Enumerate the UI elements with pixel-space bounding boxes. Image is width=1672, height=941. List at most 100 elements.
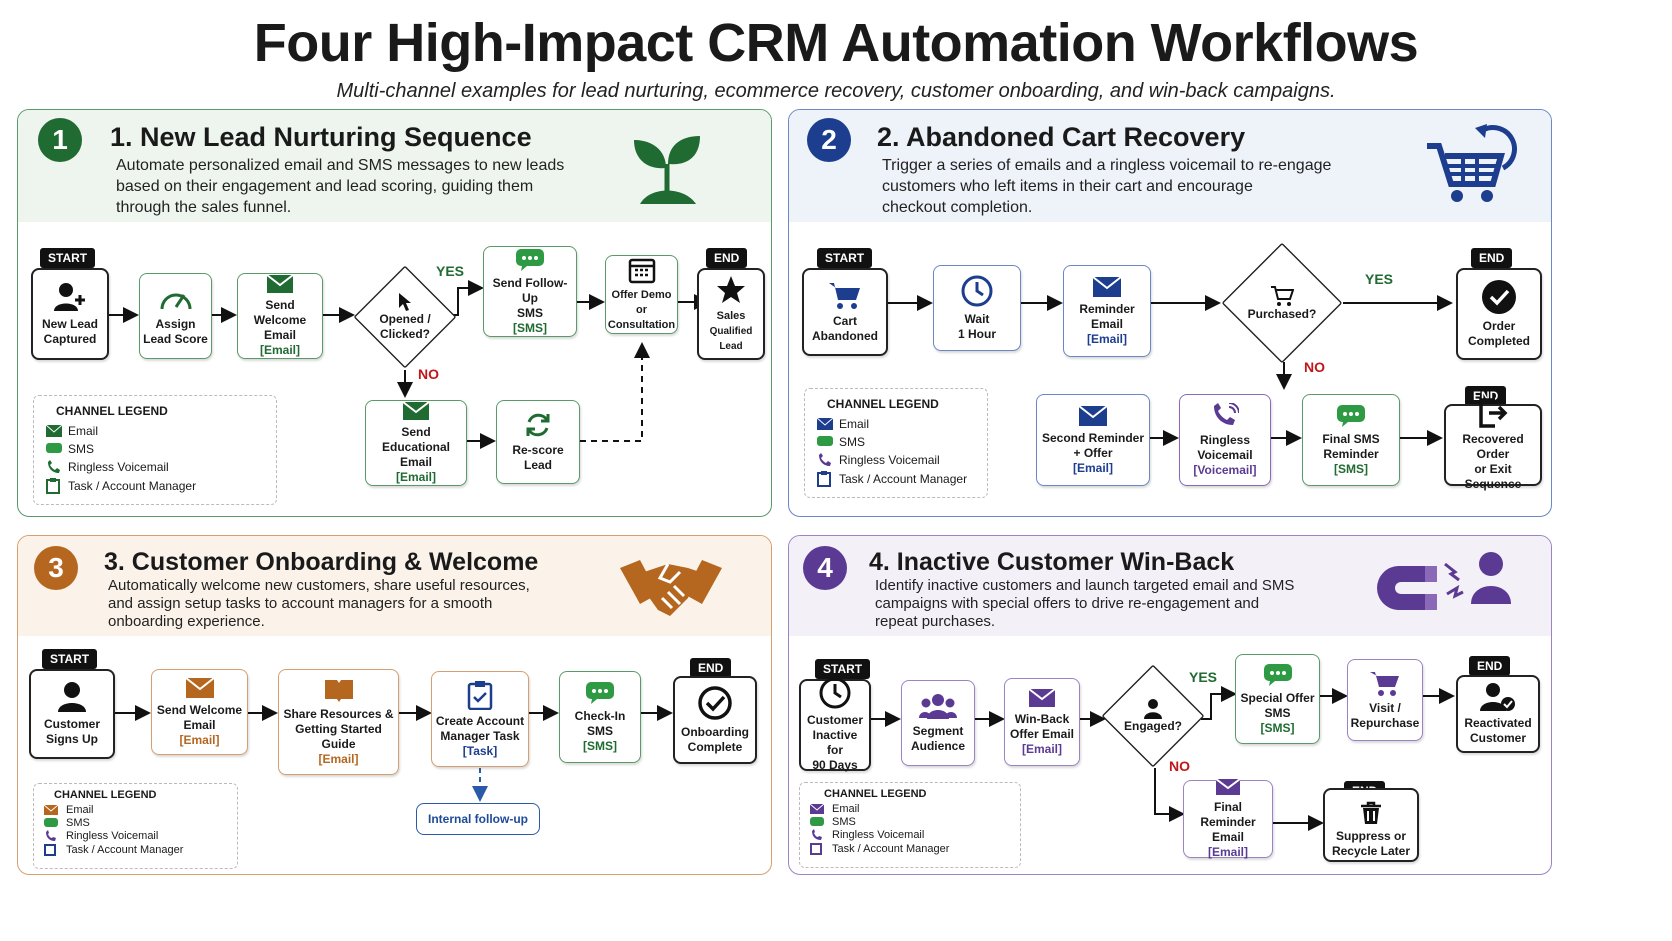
check-circle-icon xyxy=(1481,279,1517,315)
node-second-reminder: Second Reminder+ Offer[Email] xyxy=(1036,394,1150,486)
panel-description: Identify inactive customers and launch t… xyxy=(875,577,1295,630)
calendar-icon xyxy=(628,256,656,284)
no-label: NO xyxy=(1304,359,1325,375)
sms-icon xyxy=(44,818,66,828)
cursor-icon xyxy=(399,293,411,311)
user-check-icon xyxy=(1480,682,1516,712)
start-tag: START xyxy=(815,659,871,679)
phone-icon xyxy=(1211,402,1239,429)
end-tag: END xyxy=(1471,248,1513,268)
sms-icon xyxy=(810,817,832,827)
gauge-icon xyxy=(158,285,194,313)
user-icon xyxy=(57,681,87,713)
yes-label: YES xyxy=(1365,271,1394,287)
panel-header xyxy=(789,536,1551,636)
email-icon xyxy=(44,805,66,815)
start-tag: START xyxy=(40,248,96,268)
trash-icon xyxy=(1359,801,1383,825)
panel-onboarding: 3 3. Customer Onboarding & Welcome Autom… xyxy=(17,535,772,875)
panel-abandoned-cart: 2 2. Abandoned Cart Recovery Trigger a s… xyxy=(788,109,1552,517)
panel-header xyxy=(789,110,1551,222)
panel-lead-nurturing: 1 1. New Lead Nurturing Sequence Automat… xyxy=(17,109,772,517)
sms-icon xyxy=(46,443,68,455)
panel-title: 2. Abandoned Cart Recovery xyxy=(877,122,1246,152)
page-title: Four High-Impact CRM Automation Workflow… xyxy=(253,13,1419,73)
email-icon xyxy=(46,425,68,437)
refresh-icon xyxy=(524,411,552,439)
exit-icon xyxy=(1477,398,1509,428)
panel-title: 4. Inactive Customer Win-Back xyxy=(869,548,1235,576)
phone-icon xyxy=(817,453,839,467)
panel-win-back: 4 4. Inactive Customer Win-Back Identify… xyxy=(788,535,1552,875)
cart-return-icon xyxy=(1427,124,1517,202)
channel-legend: CHANNEL LEGEND Email SMS Ringless Voicem… xyxy=(33,783,238,869)
cart-icon xyxy=(1369,669,1401,697)
email-icon xyxy=(1092,275,1122,298)
clock-icon xyxy=(960,274,994,308)
handshake-icon xyxy=(620,560,722,616)
sms-icon xyxy=(817,436,839,448)
step-number: 1 xyxy=(38,118,82,162)
add-user-icon xyxy=(53,281,87,313)
phone-icon xyxy=(810,829,832,841)
no-label: NO xyxy=(1169,758,1190,774)
panel-description: Automate personalized email and SMS mess… xyxy=(116,157,565,216)
decision-engaged: Engaged? xyxy=(1101,664,1205,768)
cart-icon xyxy=(1270,285,1294,306)
channel-legend: CHANNEL LEGEND Email SMS Ringless Voicem… xyxy=(33,395,277,505)
end-tag: END xyxy=(690,658,732,678)
panel-description: Trigger a series of emails and a ringles… xyxy=(882,157,1332,216)
sprout-icon xyxy=(634,136,700,204)
step-number: 2 xyxy=(807,118,851,162)
email-icon xyxy=(266,274,294,294)
panel-title: 3. Customer Onboarding & Welcome xyxy=(104,548,539,576)
yes-label: YES xyxy=(436,263,465,279)
sms-icon xyxy=(1263,663,1293,687)
email-icon xyxy=(817,418,839,430)
step-number: 3 xyxy=(34,546,78,590)
no-label: NO xyxy=(418,366,439,382)
phone-icon xyxy=(46,460,68,474)
star-icon xyxy=(716,275,746,305)
step-number: 4 xyxy=(803,546,847,590)
channel-legend: CHANNEL LEGEND Email SMS Ringless Voicem… xyxy=(804,388,988,498)
sms-icon xyxy=(1336,404,1366,428)
clipboard-icon xyxy=(46,478,68,494)
panel-title: 1. New Lead Nurturing Sequence xyxy=(110,122,532,152)
check-circle-icon xyxy=(697,685,733,721)
yes-label: YES xyxy=(1189,669,1218,685)
email-icon xyxy=(1028,687,1056,708)
users-icon xyxy=(919,692,957,720)
start-tag: START xyxy=(42,649,98,669)
clipboard-icon xyxy=(817,471,839,487)
decision-purchased: Purchased? xyxy=(1221,242,1343,364)
end-tag: END xyxy=(1469,656,1511,676)
email-icon xyxy=(184,676,215,699)
page-subtitle: Multi-channel examples for lead nurturin… xyxy=(336,80,1336,102)
